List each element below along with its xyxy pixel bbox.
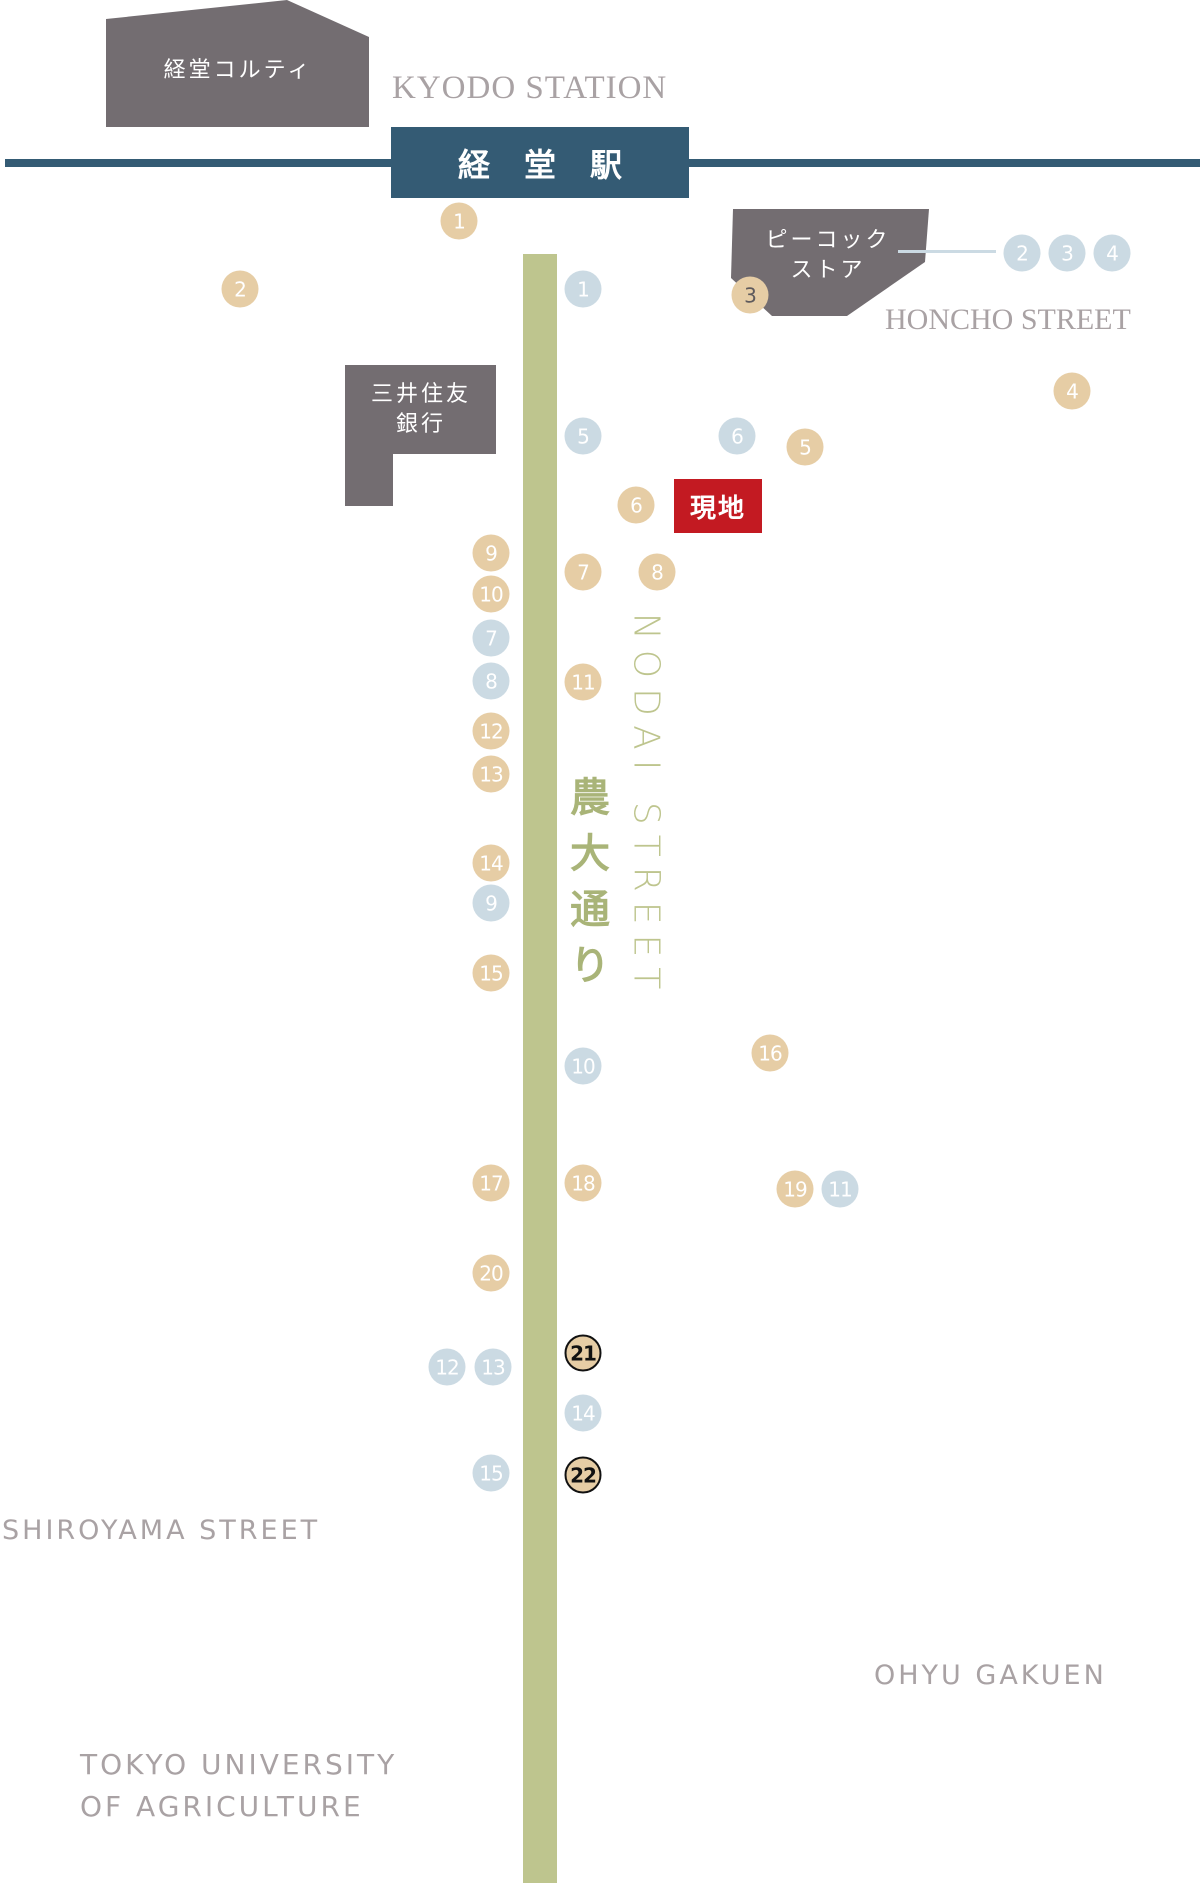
shop-pin[interactable]: 1 [440,202,478,240]
shop-pin[interactable]: 13 [472,755,510,793]
facility-pin[interactable]: 7 [472,619,510,657]
shop-pin[interactable]: 8 [638,553,676,591]
shop-pin[interactable]: 9 [472,534,510,572]
facility-pin[interactable]: 1 [564,270,602,308]
building-shape [731,209,929,316]
street-label-honcho: HONCHO STREET [885,303,1131,336]
facility-pin[interactable]: 10 [564,1047,602,1085]
shop-pin[interactable]: 20 [472,1254,510,1292]
station-en-label: KYODO STATION [392,70,668,106]
facility-pin[interactable]: 12 [428,1348,466,1386]
shop-pin[interactable]: 15 [472,954,510,992]
building-smbc-bank[interactable]: 三井住友 銀行 [345,365,497,507]
nodai-street-road [523,254,557,1883]
facility-pin[interactable]: 6 [718,417,756,455]
facility-pin[interactable]: 3 [1048,234,1086,272]
leader-line [898,250,996,253]
shop-pin[interactable]: 2 [221,270,259,308]
landmark-ohyu-gakuen: OHYU GAKUEN [874,1660,1107,1691]
facility-pin[interactable]: 14 [564,1394,602,1432]
shop-pin[interactable]: 12 [472,712,510,750]
facility-pin[interactable]: 5 [564,417,602,455]
landmark-tua-line2: OF AGRICULTURE [80,1790,364,1823]
building-label-line2: ストア [790,258,866,283]
shop-pin-highlighted[interactable]: 21 [564,1334,602,1372]
street-label-nodai-en: NODAI STREET [625,612,667,1000]
street-label-nodai-jp: 農大通り [570,775,610,989]
building-label-line1: 三井住友 [370,382,471,407]
shop-pin[interactable]: 5 [786,428,824,466]
facility-pin[interactable]: 9 [472,884,510,922]
facility-pin[interactable]: 2 [1003,234,1041,272]
shop-pin[interactable]: 3 [731,276,769,314]
building-label-line2: 銀行 [395,412,446,437]
building-peacock-store[interactable]: ピーコック ストア [731,209,931,319]
landmark-tua-line1: TOKYO UNIVERSITY [80,1748,398,1781]
shop-pin[interactable]: 14 [472,844,510,882]
shop-pin[interactable]: 4 [1053,372,1091,410]
facility-pin[interactable]: 11 [821,1170,859,1208]
station-kyodo[interactable]: 経堂駅 [391,127,689,198]
street-label-shiroyama: SHIROYAMA STREET [2,1515,321,1546]
shop-pin[interactable]: 11 [564,663,602,701]
shop-pin[interactable]: 6 [617,486,655,524]
facility-pin[interactable]: 15 [472,1454,510,1492]
facility-pin[interactable]: 8 [472,662,510,700]
building-label-line1: ピーコック [765,228,891,253]
building-shape [106,0,369,127]
shop-pin[interactable]: 19 [776,1170,814,1208]
shop-pin-highlighted[interactable]: 22 [564,1456,602,1494]
shop-pin[interactable]: 17 [472,1164,510,1202]
current-location-marker[interactable]: 現地 [674,479,762,533]
shop-pin[interactable]: 18 [564,1164,602,1202]
shop-pin[interactable]: 10 [472,575,510,613]
facility-pin[interactable]: 4 [1093,234,1131,272]
building-label: 経堂コルティ [163,58,313,83]
shop-pin[interactable]: 7 [564,553,602,591]
building-kyodo-corte[interactable]: 経堂コルティ [106,0,370,128]
facility-pin[interactable]: 13 [474,1348,512,1386]
shop-pin[interactable]: 16 [751,1034,789,1072]
building-shape [345,365,496,506]
